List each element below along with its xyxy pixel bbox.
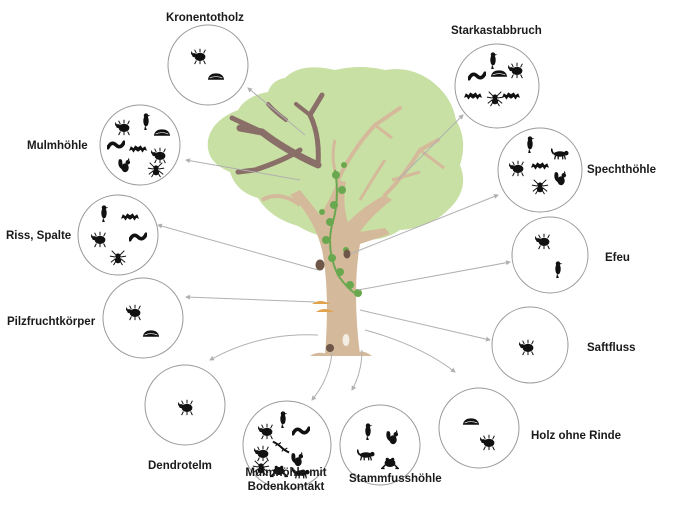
larva-icon [292,426,310,436]
woodpecker-hole [343,249,351,259]
arrow-spechthoehle [349,194,499,255]
deadwood-branches [229,92,325,175]
habitat-circle-outline [438,387,520,469]
label-stammfusshoehle: Stammfusshöhle [349,473,442,485]
circle-spechthoehle [497,127,583,213]
label-saftfluss: Saftfluss [587,342,636,354]
arrow-efeu [357,260,511,291]
label-dendrotelm: Dendrotelm [148,460,212,472]
label-mulmhoehle-boden-line1: Mulmhöhle mit [245,467,327,479]
larva-icon [107,140,125,150]
arrow-kronentotholz [247,87,306,136]
circle-kronentotholz [167,24,249,106]
circle-stammfusshoehle [339,404,421,486]
bracket-fungus [312,301,334,312]
label-mulmhoehle-boden-line2: Bodenkontakt [247,481,325,493]
label-starkastabbruch: Starkastabbruch [451,25,542,37]
habitat-circle-outline [339,404,421,486]
arrow-starkastabbruch [397,114,464,181]
arrow-mulmhoehle [185,158,301,181]
arrow-stammfuss [351,349,363,391]
habitat-circle-outline [497,127,583,213]
mould-hole [315,259,325,271]
arrow-pilz [185,294,316,303]
circle-mulmhoehle [99,104,181,186]
arrows [157,87,511,401]
circle-saftfluss [491,306,569,384]
label-holz-ohne-rinde: Holz ohne Rinde [531,430,622,442]
arrow-mulmhoehle-boden [311,351,333,401]
circle-pilzfruchtkoerper [102,277,184,359]
arrow-saftfluss [359,309,491,342]
circle-mulmhoehle-boden [242,400,332,490]
base-animal [342,334,350,346]
base-hole [326,344,334,352]
label-kronentotholz: Kronentotholz [166,12,244,24]
label-mulmhoehle-boden: Mulmhöhle mit Bodenkontakt [241,466,331,494]
habitat-circles [77,24,589,490]
larva-icon [468,71,486,81]
habitat-circle-outline [77,194,159,276]
tree-illustration [207,67,464,356]
circle-dendrotelm [144,364,226,446]
habitat-circle-outline [102,277,184,359]
habitat-circle-outline [167,24,249,106]
circle-efeu [511,216,589,294]
arrow-riss [157,223,319,271]
larva-icon [129,232,147,242]
habitat-circle-outline [511,216,589,294]
label-pilzfruchtkoerper: Pilzfruchtkörper [7,316,96,328]
circle-riss-spalte [77,194,159,276]
label-riss-spalte: Riss, Spalte [6,230,72,242]
arrow-holz [364,329,456,373]
label-mulmhoehle: Mulmhöhle [27,140,88,152]
circle-starkastabbruch [454,43,540,129]
arrow-dendrotelm [209,334,319,361]
habitat-circle-outline [454,43,540,129]
label-spechthoehle: Spechthöhle [587,164,657,176]
label-efeu: Efeu [605,252,630,264]
circle-holz-ohne-rinde [438,387,520,469]
